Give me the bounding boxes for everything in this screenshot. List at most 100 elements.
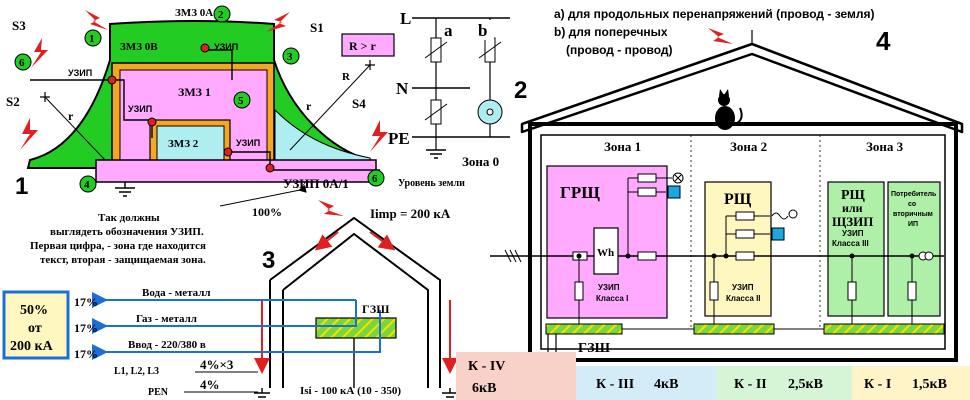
panel-4: a) для продольных перенапряжений (провод… xyxy=(490,7,964,383)
wire-l-label: L xyxy=(400,9,411,28)
uzip-label: УЗИП xyxy=(214,42,238,52)
zone-0b-label: ЗМЗ 0В xyxy=(120,41,158,53)
marker-badge xyxy=(79,175,97,193)
consumer-label: со xyxy=(908,201,916,208)
radius-r-label: r xyxy=(306,99,312,113)
gzsh-bar xyxy=(545,323,623,335)
marker-number: 4 xyxy=(84,179,90,191)
consumer-label: Потребитель xyxy=(891,190,937,198)
marker-badge xyxy=(84,29,102,47)
potential-bar xyxy=(823,323,945,335)
s1-label: S1 xyxy=(310,20,324,35)
radius-r-left xyxy=(44,96,106,161)
zone-0-label: Зона 0 xyxy=(462,154,499,169)
uzip-label: УЗИП xyxy=(732,283,754,292)
percent-box-current: 200 кА xyxy=(10,339,54,354)
marker-number: 5 xyxy=(238,95,244,107)
panel-1-zones xyxy=(20,10,395,197)
lightning-bolt-icon xyxy=(266,12,290,32)
branch-b-label: b xyxy=(478,21,487,40)
gzsh-label: ГЗШ xyxy=(362,302,389,316)
service-label-power: Ввод - 220/380 в xyxy=(128,339,206,351)
rsch-label: РЩ xyxy=(724,191,752,208)
service-line-gas xyxy=(92,300,357,334)
ground-symbol xyxy=(426,149,446,159)
zone-label: Зона 3 xyxy=(866,139,904,154)
caption-line: текст, вторая - защищаемая зона. xyxy=(40,254,206,266)
radius-r-label: r xyxy=(68,109,74,123)
uzip-label: УЗИП xyxy=(236,138,260,148)
uzip-main-label: УЗИП 0А/1 xyxy=(283,176,349,191)
legend-b: b) для поперечных xyxy=(554,25,668,39)
house-inner xyxy=(282,232,429,388)
s4-label: S4 xyxy=(352,96,366,111)
lightning-bolt-icon xyxy=(31,38,48,68)
marker-badge xyxy=(282,47,300,65)
marker-number: 3 xyxy=(287,51,293,63)
branch-a-label: a xyxy=(444,21,453,40)
marker-number: 2 xyxy=(218,9,224,21)
pen-value: 4% xyxy=(200,377,220,392)
phase-value: 4%×3 xyxy=(200,357,234,372)
wh-meter xyxy=(593,227,619,275)
caption-pointer xyxy=(219,184,307,207)
rsch-3-label: или xyxy=(842,201,863,215)
wire-pe-label: PE xyxy=(388,129,410,148)
class-cell-i xyxy=(852,366,970,400)
house-wall xyxy=(528,122,958,362)
iimp-label: Iimp = 200 кА xyxy=(370,206,451,221)
rule-label: R > r xyxy=(349,39,377,53)
phase-label: L1, L2, L3 xyxy=(114,366,159,377)
rsch-3-label: РЩ xyxy=(841,188,866,203)
panel-1-number: 1 xyxy=(15,173,28,200)
legend-a: a) для продольных перенапряжений (провод… xyxy=(554,7,875,21)
uzip-node xyxy=(147,117,157,127)
uzip-label: УЗИП xyxy=(842,229,864,238)
class-value: 6кВ xyxy=(472,381,496,396)
marker-number: 6 xyxy=(372,173,378,185)
ground-level-label: Уровень земли xyxy=(398,178,465,189)
ground-symbol xyxy=(115,182,135,197)
lightning-bolt-icon xyxy=(370,120,388,152)
service-line-power xyxy=(92,338,381,360)
class-strip: К - IV 6кВ К - III 4кВ К - II 2,5кВ К - … xyxy=(456,352,970,400)
uzip-class: Класса III xyxy=(832,239,869,248)
wh-label: Wh xyxy=(597,247,614,259)
s2-label: S2 xyxy=(6,94,20,109)
rule-box xyxy=(341,33,395,57)
uzip-node xyxy=(200,43,210,53)
legend-b-detail: (провод - провод) xyxy=(566,43,673,57)
uzip-label: УЗИП xyxy=(128,104,152,114)
zone-1-label: ЗМЗ 1 xyxy=(178,85,211,99)
panel-4-number: 4 xyxy=(876,26,891,56)
consumer-box xyxy=(887,181,941,317)
uzip-class: Класса II xyxy=(726,294,761,303)
consumer-label: ИП xyxy=(908,221,918,228)
rsch-3-label: ЩЗИП xyxy=(832,214,873,229)
grsch-label: ГРЩ xyxy=(560,183,600,202)
pen-label: PEN xyxy=(148,387,169,398)
class-cell-iv xyxy=(456,352,576,400)
lightning-bolt-icon xyxy=(708,28,733,44)
service-label-gas: Газ - металл xyxy=(136,313,197,325)
panel-2: L N PE a b 2 Зона 0 xyxy=(388,9,527,169)
radius-r-right xyxy=(289,64,371,151)
marker-number: 6 xyxy=(19,57,25,69)
service-percent: 17% xyxy=(74,295,98,309)
zone-2-label: ЗМЗ 2 xyxy=(168,138,199,150)
class-name: К - I xyxy=(864,377,891,392)
marker-badge xyxy=(213,5,231,23)
panel-1-labels: ЗМЗ 0А ЗМЗ 0В ЗМЗ 1 ЗМЗ 2 УЗИП УЗИП УЗИП… xyxy=(6,5,465,266)
lightning-bolt-icon xyxy=(85,10,108,30)
zone-label: Зона 2 xyxy=(730,139,767,154)
marker-badge xyxy=(233,91,251,109)
zone-2-area xyxy=(156,125,225,161)
wire-n-label: N xyxy=(396,79,409,98)
uzip-class: Класса I xyxy=(596,294,628,303)
marker-badge xyxy=(367,169,385,187)
potential-bar xyxy=(693,323,775,335)
radius-big-r-label: R xyxy=(342,71,351,83)
caption-line: Первая цифра, - зона где находится xyxy=(30,240,206,252)
class-cell-ii xyxy=(716,366,852,400)
